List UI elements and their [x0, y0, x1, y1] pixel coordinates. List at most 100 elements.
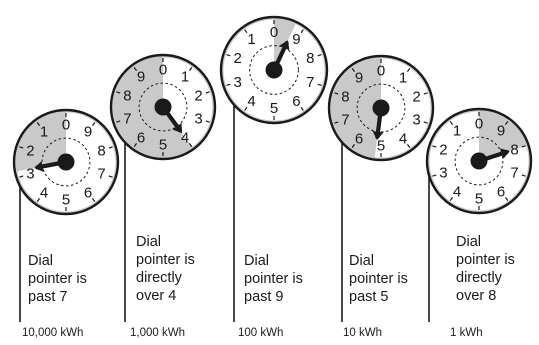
- dial-number: 5: [62, 191, 70, 208]
- dial-number: 4: [181, 129, 189, 146]
- unit-label-1: 1 kWh: [450, 327, 483, 339]
- dial-number: 7: [306, 74, 314, 91]
- dial-pointer-head: [172, 123, 182, 134]
- dial-pointer-head: [372, 131, 384, 140]
- dial-hub: [154, 98, 172, 116]
- dial-number: 7: [123, 111, 131, 128]
- dial-tick: [423, 121, 428, 124]
- dial-number: 0: [475, 116, 483, 133]
- dial-number: 8: [306, 50, 314, 67]
- dial-number: 6: [292, 93, 300, 110]
- dial-tick: [351, 144, 356, 148]
- unit-label-1000: 1,000 kWh: [130, 327, 185, 339]
- dial-number: 6: [355, 130, 363, 147]
- caption-line: Dial: [136, 234, 161, 250]
- caption-line: directly: [456, 270, 502, 286]
- dial-hub: [57, 153, 75, 171]
- caption-line: past 9: [244, 289, 284, 305]
- dial-tick: [19, 146, 24, 149]
- dial-tick: [521, 174, 526, 177]
- dial-number: 4: [40, 184, 48, 201]
- caption-line: pointer is: [28, 271, 87, 287]
- dial-number: 5: [377, 137, 385, 154]
- dial-tick: [91, 122, 96, 126]
- dial-number: 9: [355, 70, 363, 87]
- caption-line: Dial: [349, 253, 374, 269]
- dial-number: 6: [137, 129, 145, 146]
- caption-dial-1: Dial pointer is directly over 8: [456, 233, 539, 305]
- dial-tick: [19, 175, 24, 178]
- dial-tick: [133, 143, 138, 147]
- dial-tick: [108, 146, 113, 149]
- caption-line: past 7: [28, 289, 68, 305]
- dial-number: 7: [97, 166, 105, 183]
- caption-dial-100: Dial pointer is past 9: [244, 252, 330, 306]
- dial-tick: [334, 92, 339, 95]
- dial-number: 4: [453, 183, 461, 200]
- dial-inner-ring: [356, 83, 406, 133]
- dial-number: 1: [247, 31, 255, 48]
- dial-number: 6: [497, 183, 505, 200]
- caption-line: pointer is: [244, 271, 303, 287]
- dial-tick: [406, 68, 411, 72]
- dial-number: 9: [137, 69, 145, 86]
- dial-tick: [205, 120, 210, 123]
- dial-hub: [265, 61, 283, 79]
- dial-tick: [133, 67, 138, 71]
- dial-number: 5: [270, 100, 278, 117]
- caption-dial-1000: Dial pointer is directly over 4: [136, 233, 222, 305]
- dial-tick: [432, 174, 437, 177]
- dial-number: 8: [123, 87, 131, 104]
- caption-line: Dial: [28, 253, 53, 269]
- dial-inner-ring: [41, 137, 91, 187]
- dial-inner-ring: [138, 82, 188, 132]
- dial-tick: [521, 145, 526, 148]
- dial-tick: [504, 121, 509, 125]
- dial-read-sector: [374, 58, 431, 158]
- dial-number: 1: [181, 69, 189, 86]
- dial-tick: [334, 121, 339, 124]
- dial-number: 4: [247, 93, 255, 110]
- dial-number: 0: [62, 117, 70, 134]
- dial-tick: [432, 145, 437, 148]
- dial-tick: [226, 53, 231, 57]
- dial-tick: [300, 106, 304, 111]
- dial-number: 1: [453, 123, 461, 140]
- dial-inner-ring: [249, 45, 299, 95]
- dial-tick: [36, 122, 41, 126]
- dial-number: 5: [475, 190, 483, 207]
- dial-tick: [504, 197, 509, 201]
- dial-tick: [317, 83, 322, 87]
- unit-label-10000: 10,000 kWh: [22, 327, 84, 339]
- dial-number: 3: [439, 165, 447, 182]
- dial-tick: [188, 67, 193, 71]
- dial-number: 0: [159, 62, 167, 79]
- dial-tick: [317, 53, 322, 57]
- dial-tick: [226, 83, 231, 87]
- dial-number: 2: [194, 87, 202, 104]
- caption-line: pointer is: [136, 252, 195, 268]
- dial-number: 9: [292, 31, 300, 48]
- dial-number: 7: [510, 165, 518, 182]
- dial-pointer-head: [34, 161, 44, 172]
- dial-number: 1: [399, 70, 407, 87]
- caption-dial-10000: Dial pointer is past 7: [28, 252, 114, 306]
- dial-tick: [300, 29, 304, 34]
- dial-tick: [188, 143, 193, 147]
- dial-number: 2: [439, 141, 447, 158]
- dial-number: 1: [40, 124, 48, 141]
- dial-number: 5: [159, 136, 167, 153]
- dial-hub: [470, 152, 488, 170]
- caption-line: directly: [136, 270, 182, 286]
- dial-tick: [116, 91, 121, 94]
- dial-number: 9: [84, 124, 92, 141]
- dial-number: 8: [510, 141, 518, 158]
- dial-number: 3: [194, 111, 202, 128]
